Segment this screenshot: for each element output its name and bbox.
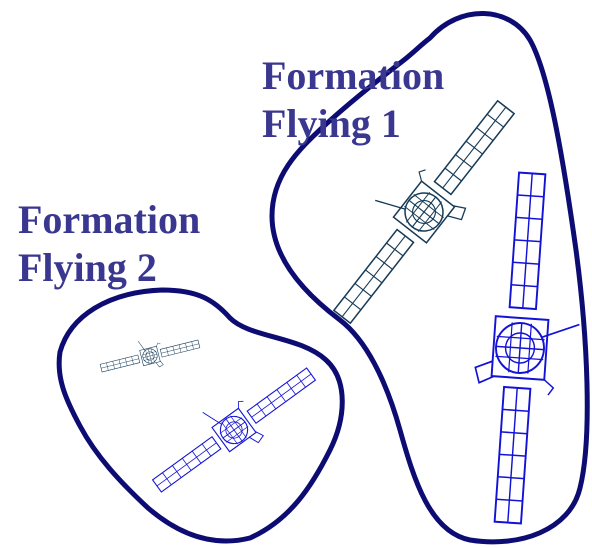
formation-2-label-line2: Flying 2 [18,244,200,292]
formation-1-label: Formation Flying 1 [262,52,444,148]
satellite-icon [97,327,202,381]
formation-1-label-line1: Formation [262,52,444,100]
formation-2-boundary [59,290,342,541]
formation-1-label-line2: Flying 1 [262,100,444,148]
formation-2-label: Formation Flying 2 [18,196,200,292]
formation-2-label-line1: Formation [18,196,200,244]
satellite-icon [138,348,326,506]
